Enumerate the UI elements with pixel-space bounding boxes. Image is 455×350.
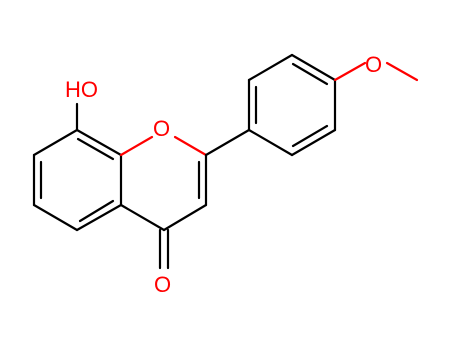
carbonyl-oxygen-label: O	[154, 272, 171, 297]
double-bond-inner	[291, 124, 329, 148]
bond	[75, 128, 123, 157]
bond-to-ring-oxygen	[173, 135, 208, 157]
methoxyphenyl-ring	[247, 53, 337, 157]
methyl-bond	[385, 61, 419, 82]
pyranone-ring	[119, 135, 208, 232]
ring-oxygen-label: O	[153, 116, 170, 141]
bond	[290, 53, 337, 82]
bond	[162, 203, 208, 232]
double-bond-inner	[291, 62, 329, 86]
bond	[75, 203, 123, 232]
bond	[290, 128, 337, 157]
double-bond-inner	[78, 199, 115, 223]
bond-to-ring-oxygen	[119, 135, 154, 157]
aryl-link-bond	[204, 128, 251, 157]
methoxy-oxygen-label: O	[365, 52, 382, 77]
bond	[247, 128, 294, 157]
bond	[119, 203, 166, 232]
methoxy-group	[333, 61, 419, 82]
double-bond-inner	[76, 137, 115, 161]
hydroxyl-label: HO	[65, 77, 98, 102]
carbonyl-group	[158, 228, 170, 270]
benzo-ring	[32, 128, 123, 232]
bond	[247, 53, 294, 82]
methoxy-bond	[333, 61, 367, 82]
bond	[32, 203, 79, 232]
bond	[32, 128, 79, 157]
